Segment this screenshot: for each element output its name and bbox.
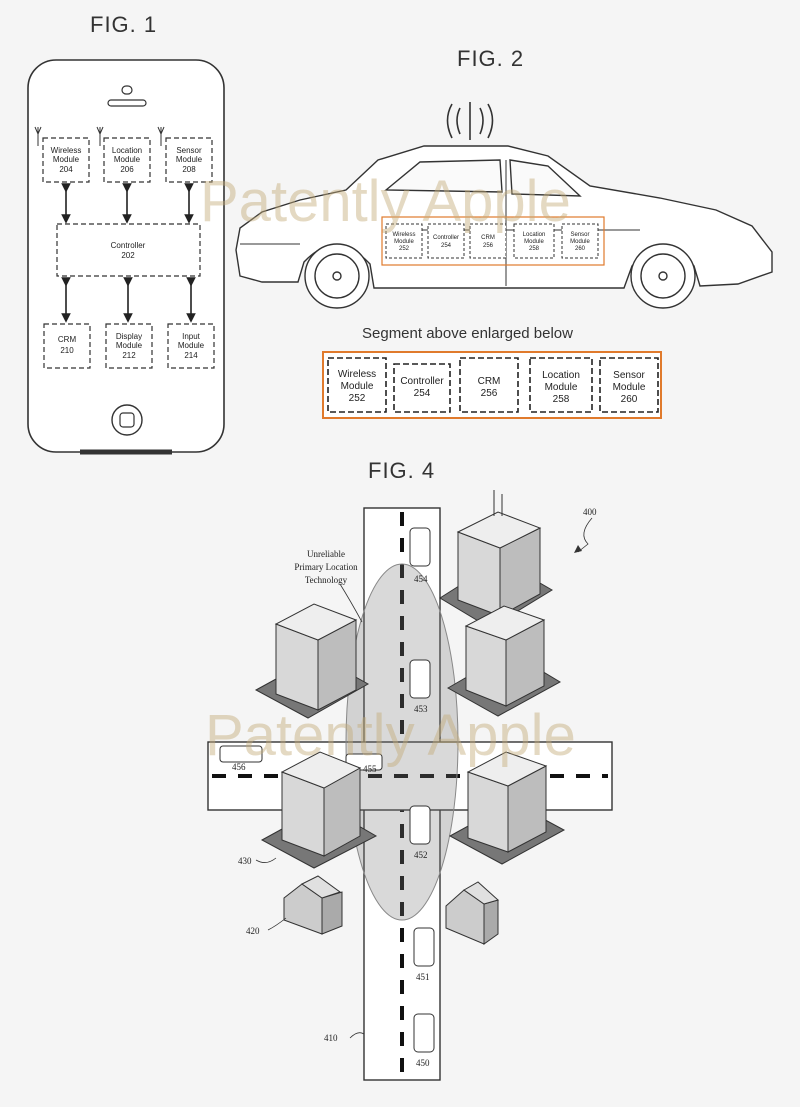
car-small-2-num: 256 [483, 243, 494, 249]
ref-410: 410 [324, 1033, 338, 1043]
fig1-bottom-1-num: 212 [122, 351, 136, 360]
sensor-module-208 [165, 137, 213, 183]
car-small-modules [385, 223, 599, 259]
ref-453: 453 [414, 704, 428, 714]
enl-4-name2: Module [613, 382, 646, 393]
car-small-3-name2: Module [524, 239, 544, 245]
fig1-controller-num: 202 [121, 251, 135, 260]
ref-454: 454 [414, 574, 428, 584]
car-small-1-num: 254 [441, 243, 452, 249]
enl-0-name2: Module [341, 381, 374, 392]
ref-452: 452 [414, 850, 428, 860]
fig1-top-2-name: Sensor [176, 146, 202, 155]
wireless-module-204 [42, 137, 90, 183]
ref-455: 455 [363, 764, 377, 774]
fig1-top-1-name: Location [112, 146, 142, 155]
enl-3-name2: Module [545, 382, 578, 393]
enl-0-num: 252 [349, 393, 366, 404]
car-wheel-icon [304, 243, 696, 309]
ref-430: 430 [238, 856, 252, 866]
ref-420: 420 [246, 926, 260, 936]
car-small-4-name: Sensor [570, 232, 589, 238]
fig1-top-0-num: 204 [59, 165, 73, 174]
zone-label-line1: Unreliable [307, 549, 345, 559]
enl-4-name: Sensor [613, 370, 645, 381]
car-small-4-name2: Module [570, 239, 590, 245]
fig1-title: FIG. 1 [90, 12, 158, 37]
enl-3-num: 258 [553, 394, 570, 405]
enl-1-name: Controller [400, 376, 444, 387]
fig1-top-1-num: 206 [120, 165, 134, 174]
fig1-top-1-name2: Module [114, 155, 141, 164]
crm-210 [43, 323, 91, 369]
car-small-0-num: 252 [399, 246, 410, 252]
unreliable-zone [345, 563, 459, 921]
fig1-top-2-name2: Module [176, 155, 203, 164]
fig1-bottom-2-num: 214 [184, 351, 198, 360]
controller-202 [56, 223, 201, 277]
leader-lines [255, 517, 593, 1039]
enl-1-num: 254 [414, 388, 431, 399]
fig1-top-2-num: 208 [182, 165, 196, 174]
fig4-title: FIG. 4 [368, 458, 436, 483]
car-small-3-name: Location [523, 232, 546, 238]
fig1-bottom-0-name: CRM [58, 335, 77, 344]
fig2-caption: Segment above enlarged below [362, 325, 573, 342]
zone-label-line2: Primary Location [294, 562, 358, 572]
ref-400: 400 [583, 507, 597, 517]
ref-450: 450 [416, 1058, 430, 1068]
ref-400-arrow [574, 545, 582, 553]
car-small-2-name: CRM [481, 235, 495, 241]
ref-456: 456 [232, 762, 246, 772]
car-small-3-num: 258 [529, 246, 540, 252]
phone-home-button [111, 404, 143, 436]
antenna-icon [34, 126, 165, 146]
enl-2-name: CRM [478, 376, 501, 387]
zone-label-line3: Technology [305, 575, 348, 585]
fig1-top-0-name2: Module [53, 155, 80, 164]
ref-451: 451 [416, 972, 430, 982]
enl-4-num: 260 [621, 394, 638, 405]
fig1-top-modules [42, 137, 213, 183]
enl-3-name: Location [542, 370, 580, 381]
fig1-bottom-1-name: Display [116, 332, 142, 341]
fig2-title: FIG. 2 [457, 46, 525, 71]
car-small-0-name2: Module [394, 239, 414, 245]
car-small-4-num: 260 [575, 246, 586, 252]
house-icon [283, 875, 500, 945]
car-small-1-name: Controller [433, 235, 459, 241]
fig1-bottom-2-name2: Module [178, 341, 205, 350]
fig1-connector-arrows [61, 183, 196, 323]
input-module-214 [167, 323, 215, 369]
enlarged-modules [327, 357, 659, 413]
display-module-212 [105, 323, 153, 369]
fig1-controller-name: Controller [111, 241, 146, 250]
location-module-206 [103, 137, 151, 183]
fig1-bottom-2-name: Input [182, 332, 201, 341]
car-highlight-segment [381, 216, 605, 266]
fig1-bottom-modules [43, 323, 215, 369]
fig1-bottom-0-num: 210 [60, 346, 74, 355]
enl-0-name: Wireless [338, 369, 376, 380]
signal-waves-icon [446, 102, 494, 140]
building-icon [254, 490, 566, 869]
car-small-0-name: Wireless [392, 232, 415, 238]
enl-2-num: 256 [481, 388, 498, 399]
fig1-bottom-1-name2: Module [116, 341, 143, 350]
fig1-top-0-name: Wireless [51, 146, 82, 155]
